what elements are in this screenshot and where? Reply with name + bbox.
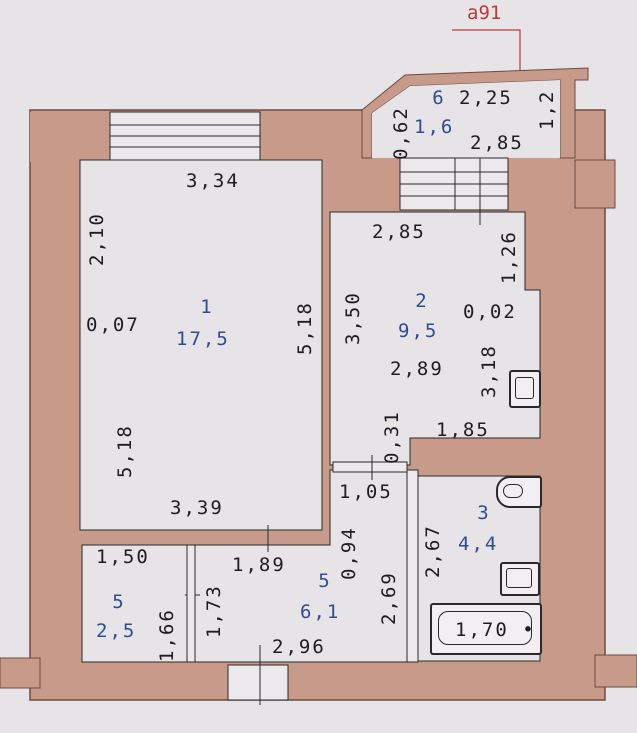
dim-bath-length: 1,70 • [455,619,536,641]
room-6-number: 6 [432,87,444,109]
left-wall-stub [0,657,41,689]
right-upper-stub [574,159,616,209]
dim-room-6-left: 0,62 [390,106,412,160]
dim-room-1-left-top: 2,10 [86,212,108,266]
bathtub-icon [430,603,542,655]
partition-small [186,544,196,663]
reference-leader [452,29,521,70]
dim-room-5-small-height: 1,66 [156,608,178,662]
dim-room-2-right-bottom: 3,18 [478,344,500,398]
dim-hall-left-a: 0,94 [338,526,360,580]
dim-room-1-left-bottom: 5,18 [114,424,136,478]
dim-room-5-small-top: 1,50 [96,546,150,568]
dim-room-1-left-mid: 0,07 [86,314,140,336]
dim-room-6-right: 1,2 [536,89,558,130]
room-5-small-number: 5 [112,591,124,613]
top-left-wall-stub [30,112,70,162]
room-2-number: 2 [415,290,427,312]
room-5-small-area: 2,5 [96,620,137,642]
room-5-small-floor [81,544,188,663]
dim-room-2-step: 0,31 [381,410,403,464]
window-room-2 [399,157,509,225]
dim-room-3-left: 2,67 [422,524,444,578]
balcony-floor [372,80,560,158]
dim-room-6-bottom: 2,85 [470,132,524,154]
window-room-1 [109,111,261,161]
washbasin-icon [509,370,541,408]
room-3-area: 4,4 [458,533,499,555]
dim-room-2-top: 2,85 [372,221,426,243]
dim-hall-top-width: 1,89 [232,554,286,576]
dim-room-1-right: 5,18 [294,301,316,355]
room-1-number: 1 [200,296,212,318]
room-5-hall-area: 6,1 [300,601,341,623]
toilet-icon [496,476,542,508]
right-wall-stub [594,654,637,688]
cadastral-reference: a91 [467,2,502,24]
sink-icon [500,562,540,596]
room-5-hall-number: 5 [318,570,330,592]
dim-room-1-top: 3,34 [186,170,240,192]
room-1-floor [79,159,323,531]
room-1-area: 17,5 [176,328,230,350]
room-2-area: 9,5 [398,320,439,342]
dim-room-2-right-mid: 0,02 [463,301,517,323]
dim-hall-left-b: 2,69 [378,571,400,625]
entrance-opening [227,664,289,701]
room-6-area: 1,6 [414,116,455,138]
partition-bath [406,469,419,663]
door-room-2 [332,461,408,473]
dim-room-2-left: 3,50 [342,291,364,345]
dim-hall-left-height: 1,73 [203,584,225,638]
dim-hall-top: 1,05 [339,481,393,503]
dim-room-6-top: 2,25 [459,87,513,109]
dim-room-2-width: 2,89 [390,358,444,380]
dim-room-2-bottom: 1,85 [436,419,490,441]
room-3-number: 3 [477,502,489,524]
dim-room-2-right-top: 1,26 [498,230,520,284]
dim-hall-bottom: 2,96 [272,636,326,658]
dim-room-1-bottom: 3,39 [170,497,224,519]
